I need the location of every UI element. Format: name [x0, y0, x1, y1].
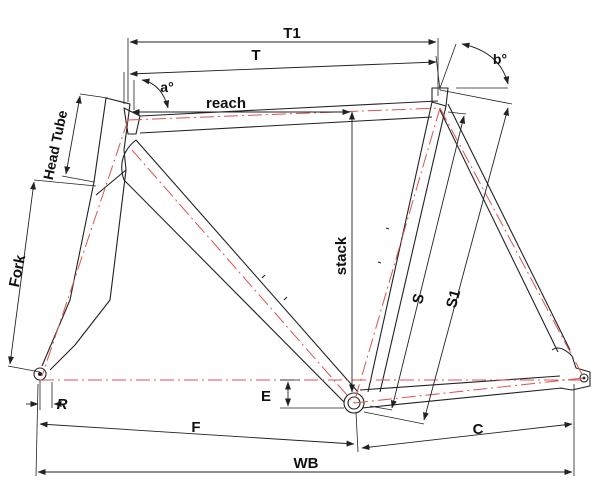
a-angle-label: a° — [160, 79, 173, 95]
frame-outline — [33, 87, 591, 414]
seat-stay-lower-edge — [447, 103, 571, 351]
dimension-reach: reach — [131, 95, 351, 115]
b-angle-arc — [461, 42, 510, 85]
dimension-s1: S1 — [363, 89, 513, 425]
e-label: E — [261, 388, 271, 405]
s1-label: S1 — [443, 288, 464, 310]
rear-axle-center — [582, 376, 586, 380]
down-tube-upper-edge — [135, 139, 359, 393]
dimension-r: R — [26, 380, 68, 413]
a-angle-arc — [141, 78, 170, 109]
f-label: F — [191, 419, 200, 436]
t-dimension-line — [129, 59, 437, 77]
seat-stay-upper-edge — [439, 109, 559, 353]
seat-clamp — [431, 87, 449, 107]
down-tube-centerline — [131, 149, 355, 404]
front-axle-center — [38, 372, 42, 376]
dimension-f: F — [35, 383, 359, 477]
bottle-bosses — [261, 227, 390, 301]
down-tube-junction — [121, 139, 137, 181]
head-tube-dimension-line — [64, 95, 82, 175]
dimension-t: T — [123, 47, 441, 104]
fork-dimension-line — [8, 181, 36, 365]
angle-a: a° — [133, 78, 174, 110]
wb-label: WB — [294, 455, 319, 472]
seat-tube-rear-edge — [367, 101, 433, 393]
r-label: R — [57, 396, 68, 413]
top-tube-upper-edge — [139, 100, 439, 117]
frame-centerlines — [40, 107, 585, 404]
bottom-bracket-inner — [347, 396, 361, 410]
dimension-t1: T1 — [127, 25, 439, 102]
reach-label: reach — [206, 95, 246, 112]
s1-dimension-line — [423, 107, 509, 421]
b-angle-label: b° — [493, 51, 507, 67]
chain-stay-centerline — [353, 377, 585, 404]
f-dimension-line — [39, 421, 355, 447]
seat-tube-centerline — [353, 107, 441, 404]
seat-tube-front-edge — [379, 105, 447, 393]
s-label: S — [409, 292, 428, 306]
head-tube-lower-edge — [95, 169, 127, 196]
dimension-head-tube: Head Tube — [40, 93, 109, 183]
dimension-wb: WB — [37, 455, 573, 475]
head-tube-label: Head Tube — [40, 109, 70, 182]
seat-stay-centerline — [439, 107, 585, 379]
angle-b: b° — [439, 42, 510, 89]
dimension-stack: stack — [333, 111, 355, 393]
down-tube-lower-edge — [123, 179, 345, 403]
fork-centerline — [41, 119, 129, 377]
dimension-fork: Fork — [6, 179, 97, 373]
c-dimension-line — [361, 421, 573, 451]
c-label: C — [473, 421, 484, 438]
s-dimension-line — [390, 115, 466, 409]
dimension-s: S — [369, 111, 467, 411]
stack-label: stack — [333, 236, 350, 275]
t-label: T — [251, 47, 260, 64]
t1-label: T1 — [283, 25, 301, 42]
dimension-c: C — [361, 384, 575, 476]
bottom-bracket — [343, 392, 365, 414]
dimension-e: E — [261, 379, 344, 409]
top-tube-lower-edge — [139, 116, 433, 134]
fork-label: Fork — [6, 253, 30, 289]
chain-stay-upper-edge — [359, 375, 561, 391]
rear-dropout — [551, 347, 591, 391]
